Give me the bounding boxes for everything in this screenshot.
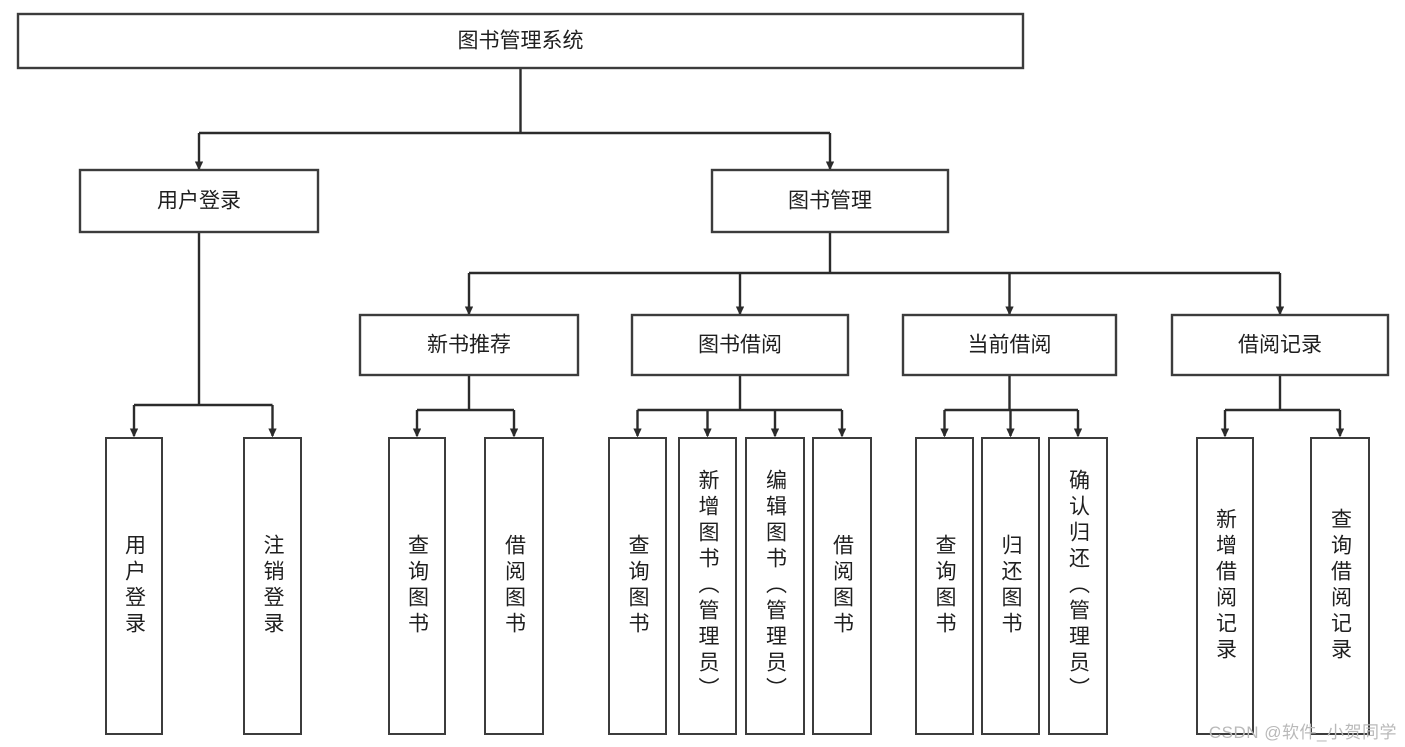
leaf-node-查询图书-4[interactable]: 查询图书 <box>608 437 667 735</box>
node-l2-用户登录-0-box[interactable] <box>78 168 320 234</box>
leaf-node-label: 新增图书（管理员） <box>696 469 719 703</box>
node-l3-新书推荐-0-label: 新书推荐 <box>427 334 511 357</box>
leaf-node-label: 查询图书 <box>933 534 956 638</box>
leaf-node-注销登录-1[interactable]: 注销登录 <box>243 437 302 735</box>
node-l3-当前借阅-2-box[interactable] <box>901 313 1118 377</box>
leaf-node-新增图书管理员-5[interactable]: 新增图书（管理员） <box>678 437 737 735</box>
leaf-node-确认归还管理员-10[interactable]: 确认归还（管理员） <box>1048 437 1108 735</box>
node-root[interactable]: 图书管理系统 <box>16 12 1025 70</box>
leaf-node-label: 查询图书 <box>626 534 649 638</box>
node-l3-图书借阅-1-label: 图书借阅 <box>698 334 782 357</box>
leaf-node-借阅图书-7[interactable]: 借阅图书 <box>812 437 872 735</box>
node-l3-当前借阅-2-label: 当前借阅 <box>968 334 1052 357</box>
leaf-node-label: 借阅图书 <box>830 534 854 638</box>
leaf-node-label: 新增借阅记录 <box>1213 508 1237 664</box>
node-l2-图书管理-1[interactable]: 图书管理 <box>710 168 950 234</box>
leaf-node-查询图书-2[interactable]: 查询图书 <box>388 437 446 735</box>
leaf-node-编辑图书管理员-6[interactable]: 编辑图书（管理员） <box>745 437 805 735</box>
node-root-label: 图书管理系统 <box>458 30 584 53</box>
node-l3-借阅记录-3[interactable]: 借阅记录 <box>1170 313 1390 377</box>
leaf-node-查询借阅记录-12[interactable]: 查询借阅记录 <box>1310 437 1370 735</box>
leaf-node-label: 用户登录 <box>122 534 146 638</box>
leaf-node-label: 注销登录 <box>261 534 284 638</box>
leaf-node-新增借阅记录-11[interactable]: 新增借阅记录 <box>1196 437 1254 735</box>
node-l2-用户登录-0-label: 用户登录 <box>157 190 241 213</box>
leaf-node-label: 确认归还（管理员） <box>1066 469 1090 703</box>
leaf-node-label: 查询借阅记录 <box>1328 508 1352 664</box>
leaf-node-查询图书-8[interactable]: 查询图书 <box>915 437 974 735</box>
connector-layer <box>129 68 1345 438</box>
node-l2-图书管理-1-box[interactable] <box>710 168 950 234</box>
leaf-node-label: 归还图书 <box>999 534 1022 638</box>
node-l3-新书推荐-0[interactable]: 新书推荐 <box>358 313 580 377</box>
leaf-node-借阅图书-3[interactable]: 借阅图书 <box>484 437 544 735</box>
node-l3-新书推荐-0-box[interactable] <box>358 313 580 377</box>
leaf-node-用户登录-0[interactable]: 用户登录 <box>105 437 163 735</box>
node-l3-借阅记录-3-box[interactable] <box>1170 313 1390 377</box>
node-l3-当前借阅-2[interactable]: 当前借阅 <box>901 313 1118 377</box>
leaf-node-label: 查询图书 <box>405 534 429 638</box>
leaf-node-label: 编辑图书（管理员） <box>763 469 787 703</box>
node-l2-图书管理-1-label: 图书管理 <box>788 190 872 213</box>
leaf-node-归还图书-9[interactable]: 归还图书 <box>981 437 1040 735</box>
node-l2-用户登录-0[interactable]: 用户登录 <box>78 168 320 234</box>
leaf-node-label: 借阅图书 <box>502 534 526 638</box>
node-l3-借阅记录-3-label: 借阅记录 <box>1238 334 1322 357</box>
node-root-box[interactable] <box>16 12 1025 70</box>
node-l3-图书借阅-1[interactable]: 图书借阅 <box>630 313 850 377</box>
node-l3-图书借阅-1-box[interactable] <box>630 313 850 377</box>
